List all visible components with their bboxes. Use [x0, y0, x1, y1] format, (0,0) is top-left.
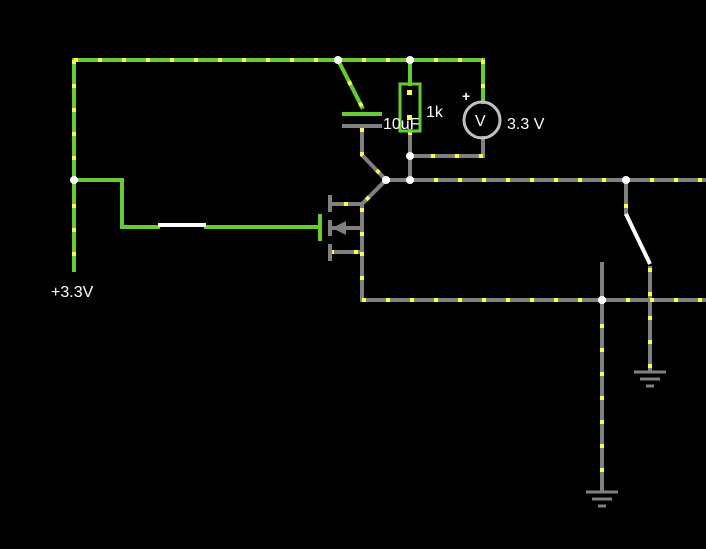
wire-drain-to-mosfet[interactable]: [328, 177, 389, 206]
voltmeter-polarity: +: [462, 88, 470, 104]
live-wires: [72, 57, 485, 272]
supply-label: +3.3V: [51, 284, 94, 301]
node: [406, 56, 414, 64]
node: [598, 296, 606, 304]
voltmeter-reading: 3.3 V: [507, 116, 545, 133]
ground-1-icon: [634, 370, 666, 388]
resistor-body: [398, 82, 422, 133]
node: [70, 176, 78, 184]
right-switch[interactable]: [624, 213, 652, 265]
voltmeter-symbol: V: [475, 113, 486, 130]
capacitor-label: 10uF: [383, 116, 420, 133]
wire-gate-left-a[interactable]: [72, 178, 160, 229]
capacitor-10uf[interactable]: [342, 112, 382, 128]
ground-2-icon: [586, 490, 618, 508]
junction-nodes: [70, 56, 630, 304]
resistor-label: 1k: [426, 104, 444, 121]
node: [406, 152, 414, 160]
mosfet[interactable]: [318, 195, 362, 261]
resistor-dot-2: [407, 115, 412, 120]
resistor-1k[interactable]: [398, 82, 422, 133]
wire-voltmeter-minus[interactable]: [408, 136, 485, 158]
resistor-dot: [407, 90, 412, 95]
wire-capacitor-to-drain[interactable]: [360, 126, 389, 183]
voltmeter-circle: [462, 100, 502, 140]
node: [622, 176, 630, 184]
wire-source-down[interactable]: [360, 202, 706, 302]
node: [406, 176, 414, 184]
voltmeter[interactable]: V: [462, 100, 502, 140]
node: [382, 176, 390, 184]
node: [334, 56, 342, 64]
mosfet-arrow-icon: [332, 221, 346, 235]
